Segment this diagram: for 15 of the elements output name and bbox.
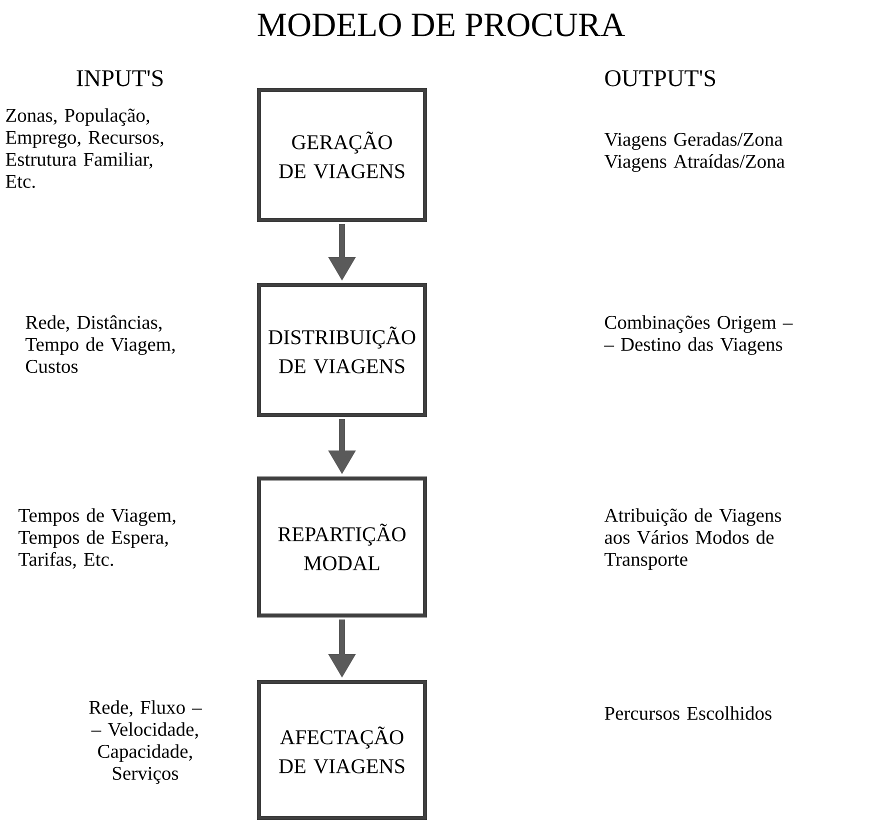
title: MODELO DE PROCURA xyxy=(258,14,625,36)
process-box: AFECTAÇÃO DE VIAGENS xyxy=(257,680,427,820)
note-text: Tempos de Viagem, Tempos de Espera, Tarifas, Etc. xyxy=(18,508,176,569)
note-text: Percursos Escolhidos xyxy=(604,706,772,720)
note-text: Rede, Distâncias, Tempo de Viagem, Custos xyxy=(26,315,175,373)
note-text: Viagens Geradas/Zona Viagens Atraídas/Zona xyxy=(604,132,785,172)
note-text: Zonas, População, Emprego, Recursos, Estrutura Familiar, Etc. xyxy=(6,108,164,188)
note-text: Atribuição de Viagens aos Vários Modos de Transporte xyxy=(604,508,782,570)
column-heading: OUTPUT'S xyxy=(605,70,716,86)
note-text: Rede, Fluxo – – Velocidade, Capacidade, Serviços xyxy=(89,700,202,784)
process-box: GERAÇÃO DE VIAGENS xyxy=(257,88,427,222)
column-heading: INPUT'S xyxy=(76,70,163,86)
note-text: Combinações Origem – – Destino das Viagens xyxy=(604,315,793,355)
process-box: DISTRIBUIÇÃO DE VIAGENS xyxy=(257,283,427,417)
process-box: REPARTIÇÃO MODAL xyxy=(257,476,427,618)
